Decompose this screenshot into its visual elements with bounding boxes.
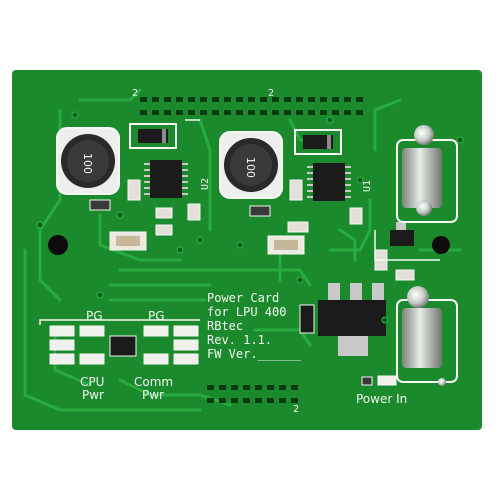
label-u2: U2 (200, 178, 211, 190)
title-line-4: Rev. 1.1. (207, 333, 272, 347)
label-pg-right: PG (148, 309, 165, 323)
copper-traces (23, 88, 462, 412)
transistor-right (390, 222, 414, 246)
label-cpu-pwr-line1: CPU (80, 375, 104, 389)
pin-label-2-left: 2 (132, 88, 138, 99)
ic-u1 (307, 163, 351, 201)
silkscreen-lines (39, 119, 440, 325)
title-line-2: for LPU 400 (207, 305, 286, 319)
title-line-1: Power Card (207, 291, 279, 305)
bottom-header-pins (207, 385, 298, 403)
top-header-pins (140, 97, 363, 115)
smd-passives (89, 179, 415, 334)
title-line-3: RBtec (207, 319, 243, 333)
label-comm-pwr-line1: Comm (134, 375, 173, 389)
inductor-left: 100 (56, 127, 120, 195)
vias (36, 111, 464, 324)
svg-text:100: 100 (244, 157, 257, 178)
diode-right (294, 129, 342, 155)
inductor-right: 100 (219, 131, 283, 199)
title-line-5: FW Ver.______ (207, 347, 302, 361)
connector-bottom-right (396, 286, 458, 386)
power-in-led (361, 375, 397, 386)
label-pg-left: PG (86, 309, 103, 323)
title-block: Power Card for LPU 400 RBtec Rev. 1.1. F… (207, 291, 302, 361)
label-u1: U1 (362, 180, 373, 192)
label-power-in: Power In (356, 392, 407, 406)
label-cpu-pwr-line2: Pwr (82, 388, 104, 402)
voltage-regulator (318, 283, 386, 356)
ic-u2 (144, 160, 188, 198)
status-led-cluster (49, 325, 199, 365)
pin-label-2-right: 2 (268, 88, 274, 99)
pin-label-2-bottom: 2 (293, 404, 299, 415)
label-comm-pwr-line2: Pwr (142, 388, 164, 402)
svg-text:100: 100 (81, 153, 94, 174)
diode-left (129, 123, 177, 149)
mounting-holes (48, 235, 450, 255)
connector-top-right (396, 125, 458, 223)
